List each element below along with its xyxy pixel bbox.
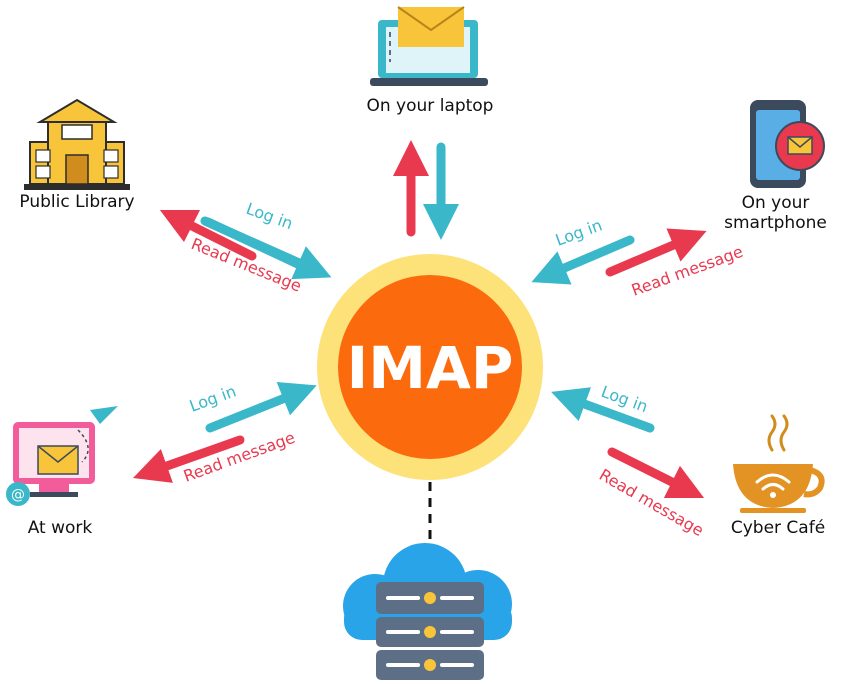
library-read-arrow xyxy=(159,209,257,261)
server-rack-icon xyxy=(376,582,484,680)
work-monitor-icon: @ xyxy=(6,406,118,506)
smartphone-label-line1: On your xyxy=(741,193,810,213)
smartphone-arrows xyxy=(531,228,707,285)
library-building-icon xyxy=(24,98,130,190)
paper-plane-icon xyxy=(90,406,118,424)
cafe-login-arrow xyxy=(551,387,655,433)
smartphone-chat-icon xyxy=(750,100,825,188)
smartphone-label-line2: smartphone xyxy=(724,213,827,234)
laptop-arrows xyxy=(393,140,459,240)
smartphone-label: On your smartphone xyxy=(708,193,843,234)
library-arrows xyxy=(159,209,332,280)
work-arrows xyxy=(133,381,317,483)
smartphone-read-label: Read message xyxy=(629,242,746,300)
cafe-label: Cyber Café xyxy=(730,518,826,538)
smartphone-read-arrow xyxy=(605,228,707,277)
laptop-email-icon xyxy=(370,6,488,86)
svg-text:@: @ xyxy=(11,487,25,503)
imap-hub: IMAP xyxy=(317,254,543,480)
work-login-label: Log in xyxy=(187,381,239,415)
smartphone-login-arrow xyxy=(531,235,635,285)
laptop-label: On your laptop xyxy=(366,96,494,116)
work-label: At work xyxy=(27,518,93,538)
book-icon xyxy=(61,124,93,140)
hub-label: IMAP xyxy=(347,334,514,402)
cafe-arrows xyxy=(551,387,705,499)
cafe-read-arrow xyxy=(607,447,705,499)
coffee-cup-wifi-icon xyxy=(733,414,825,513)
smartphone-login-label: Log in xyxy=(553,215,605,249)
work-login-arrow xyxy=(205,381,317,433)
at-sign-icon xyxy=(6,482,30,506)
work-read-arrow xyxy=(133,435,245,483)
library-label: Public Library xyxy=(19,192,135,212)
hub-core xyxy=(338,275,522,459)
library-login-label: Log in xyxy=(244,199,296,233)
server-cloud-icon xyxy=(343,543,512,680)
